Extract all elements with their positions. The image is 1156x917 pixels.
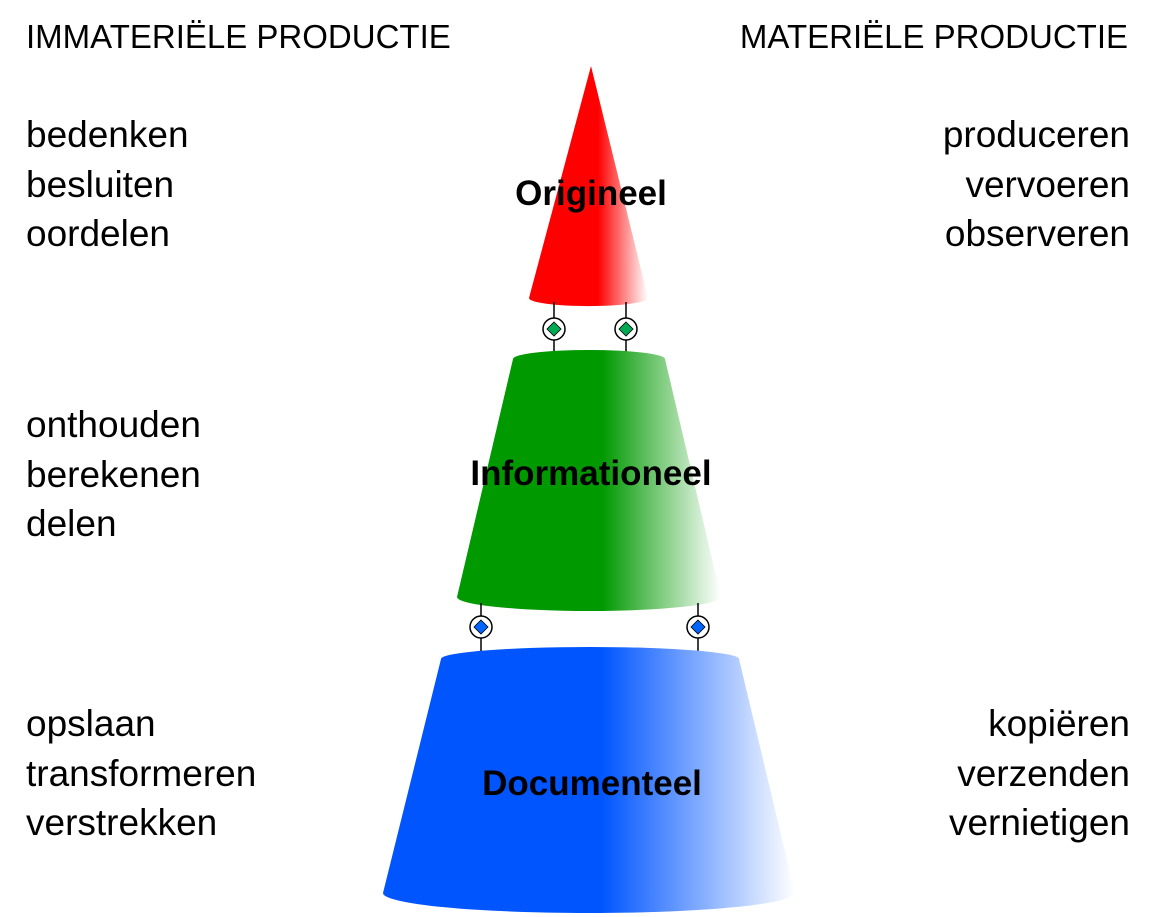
origineel-cone [529, 66, 648, 307]
list-item: kopiëren [988, 703, 1130, 744]
list-origineel-material: produceren vervoeren observeren [943, 110, 1130, 259]
connector-left-upper-icon [542, 317, 566, 341]
origineel-label: Origineel [515, 174, 667, 213]
informationeel-frustum [457, 350, 721, 611]
list-documenteel-material: kopiëren verzenden vernietigen [949, 699, 1130, 848]
list-item: oordelen [26, 213, 171, 254]
documenteel-label: Documenteel [482, 764, 702, 803]
connector-right-upper-icon [614, 317, 638, 341]
upper-connectors [542, 302, 638, 358]
list-item: verzenden [957, 752, 1130, 794]
list-item: transformeren [26, 752, 257, 794]
header-immaterial-production: IMMATERIËLE PRODUCTIE [26, 18, 451, 55]
list-item: opslaan [26, 703, 156, 744]
list-item: observeren [944, 213, 1130, 254]
list-informationeel-immaterial: onthouden berekenen delen [26, 400, 201, 549]
list-item: produceren [942, 114, 1130, 155]
list-item: vervoeren [965, 163, 1130, 205]
connector-left-lower-icon [469, 615, 493, 639]
list-item: delen [26, 503, 117, 544]
documenteel-frustum [383, 647, 795, 913]
list-item: berekenen [26, 453, 201, 495]
connector-right-lower-icon [686, 615, 710, 639]
list-item: verstrekken [26, 802, 218, 843]
list-item: vernietigen [948, 802, 1130, 843]
list-origineel-immaterial: bedenken besluiten oordelen [26, 110, 189, 259]
header-material-production: MATERIËLE PRODUCTIE [739, 18, 1128, 55]
list-item: onthouden [26, 404, 201, 445]
list-documenteel-immaterial: opslaan transformeren verstrekken [26, 699, 256, 848]
list-item: besluiten [26, 163, 175, 205]
list-item: bedenken [26, 114, 189, 155]
informationeel-label: Informationeel [470, 454, 711, 493]
